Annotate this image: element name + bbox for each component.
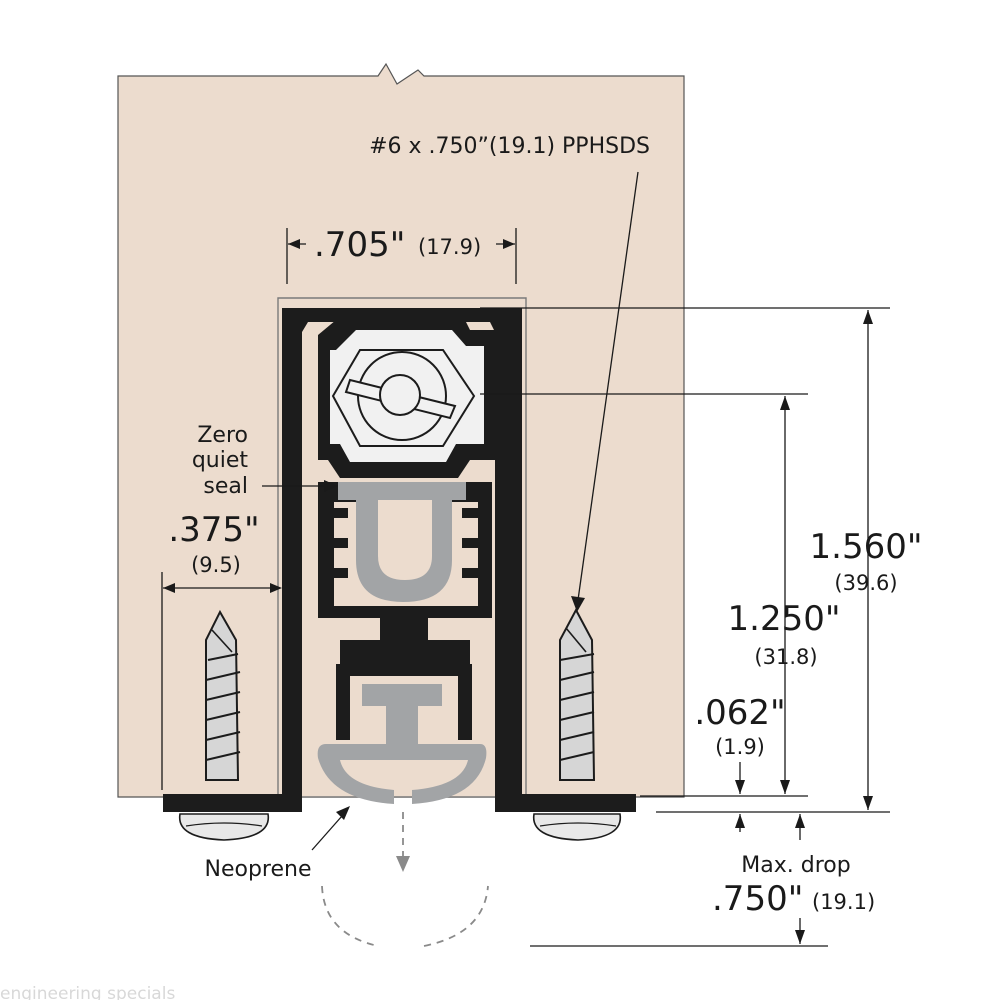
- screw-left-head-slot: [185, 822, 263, 827]
- screw-left: [205, 609, 241, 781]
- mid-arrow-top: [780, 396, 790, 410]
- mid-in-label: 1.250": [728, 599, 841, 639]
- overall-mm-label: (39.6): [834, 571, 897, 595]
- overall-in-label: 1.560": [810, 527, 923, 567]
- neoprene-label: Neoprene: [205, 857, 312, 882]
- housing-channel: [163, 308, 636, 812]
- fin-right-2: [462, 538, 488, 548]
- width-mm-label: (17.9): [418, 235, 481, 259]
- mid-arrow-bottom: [780, 780, 790, 794]
- zero-label-line1: Zero: [197, 423, 248, 448]
- screw-right-head-slot: [539, 822, 617, 827]
- drop-arrowhead: [396, 856, 410, 872]
- drop-arc: [321, 885, 489, 947]
- width-arrow-left: [288, 239, 300, 249]
- carriage-stem: [340, 614, 470, 664]
- zero-label-line2: quiet: [192, 448, 249, 473]
- offset-arrow-right: [270, 583, 282, 593]
- screw-left-head: [178, 813, 270, 841]
- offset-arrow-left: [163, 583, 175, 593]
- fin-right-1: [462, 508, 488, 518]
- screw-right: [559, 607, 596, 781]
- flange-mm-label: (1.9): [715, 735, 765, 759]
- overall-arrow-top: [863, 310, 873, 324]
- drop-arrow-top: [795, 814, 805, 828]
- drop-in-label: .750": [712, 879, 803, 919]
- fin-left-1: [322, 508, 348, 518]
- neoprene-leader: [311, 815, 343, 851]
- flange-in-label: .062": [694, 693, 785, 733]
- hex-head-hub: [379, 374, 421, 416]
- overall-arrow-bottom: [863, 796, 873, 810]
- fin-left-2: [322, 538, 348, 548]
- drop-mm-label: (19.1): [812, 890, 875, 914]
- footer-text: engineering specials: [0, 984, 175, 1000]
- screw-spec-arrowhead: [571, 596, 585, 612]
- quiet-seal-arrowhead: [324, 480, 338, 492]
- neoprene-arrowhead: [336, 806, 350, 820]
- width-in-label: .705": [314, 225, 405, 265]
- width-arrow-right: [503, 239, 515, 249]
- max-drop-label: Max. drop: [741, 853, 850, 878]
- flange-arrow-bottom: [735, 814, 745, 828]
- screw-right-head: [532, 813, 622, 841]
- neoprene-seal: [317, 684, 487, 804]
- drop-arrow-bottom: [795, 930, 805, 944]
- fin-left-3: [322, 568, 348, 578]
- flange-arrow-top: [735, 780, 745, 794]
- offset-in-label: .375": [168, 510, 259, 550]
- quiet-seal-void: [378, 500, 432, 580]
- screw-spec-label: #6 x .750”(19.1) PPHSDS: [369, 134, 650, 159]
- zero-label-line3: seal: [203, 474, 248, 499]
- fin-right-3: [462, 568, 488, 578]
- mid-mm-label: (31.8): [754, 645, 817, 669]
- offset-mm-label: (9.5): [191, 553, 241, 577]
- screw-spec-leader: [577, 171, 639, 601]
